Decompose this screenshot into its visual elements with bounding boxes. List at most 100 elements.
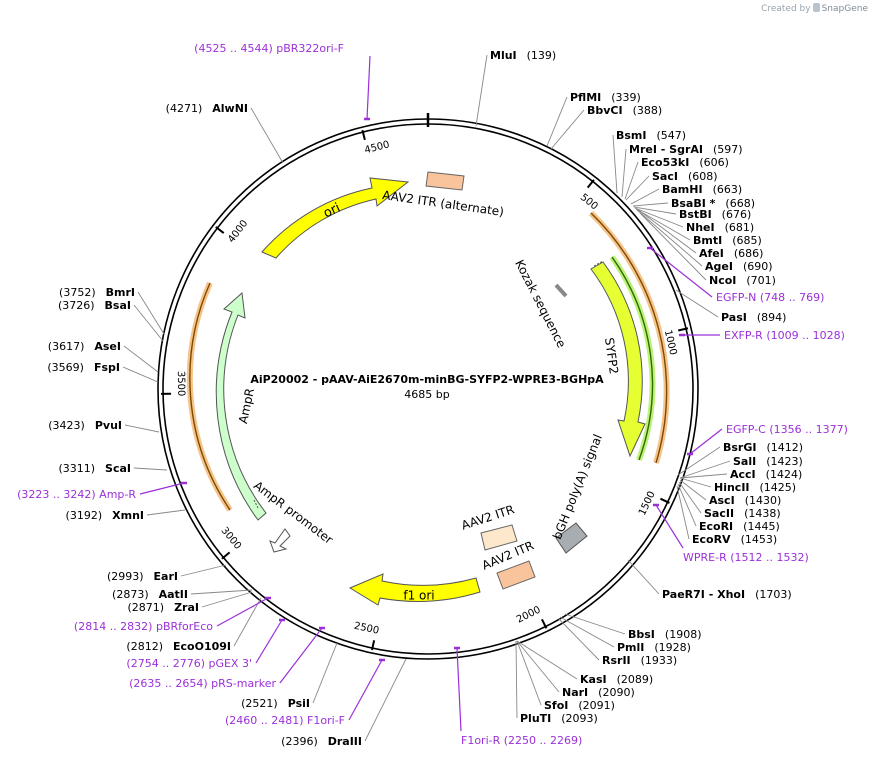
site-leader-line — [137, 291, 165, 335]
primer-label: EXFP-R (1009 .. 1028) — [724, 329, 845, 342]
site-position: (2093) — [561, 712, 598, 725]
primer-leader-line — [139, 482, 185, 495]
site-leader-line — [123, 345, 159, 373]
tick-label: 3500 — [175, 371, 186, 397]
site-position: (2871) — [128, 601, 165, 614]
primer-leader-line — [366, 55, 371, 120]
ampr-arrow — [215, 291, 267, 521]
site-position: (686) — [734, 247, 764, 260]
site-label: PaeR7I - XhoI(1703) — [662, 588, 792, 601]
site-name: EcoRV — [692, 533, 731, 546]
site-leader-line — [627, 559, 660, 595]
site-label: (4271)AlwNI — [166, 102, 248, 115]
site-position: (1445) — [743, 520, 780, 533]
site-position: (1425) — [760, 481, 797, 494]
site-leader-line — [550, 109, 585, 150]
site-leader-line — [625, 175, 650, 201]
site-position: (2089) — [617, 673, 654, 686]
bgh-polya-box — [555, 522, 588, 554]
aav2-itr-box-1 — [480, 524, 518, 551]
primer-leader-line — [689, 428, 723, 455]
ori-arrow — [261, 177, 410, 259]
site-label: Eco53kI(606) — [641, 156, 729, 169]
site-leader-line — [133, 467, 168, 471]
site-name: SacI — [652, 170, 678, 183]
site-leader-line — [516, 640, 560, 693]
site-leader-line — [558, 618, 600, 661]
site-label: (2812)EcoO109I — [126, 640, 231, 653]
site-leader-line — [679, 477, 712, 488]
site-position: (663) — [713, 183, 743, 196]
site-label: NcoI(701) — [709, 274, 776, 287]
site-leader-line — [632, 202, 669, 207]
site-name: BstBI — [679, 208, 712, 221]
site-position: (339) — [611, 91, 641, 104]
kozak-sequence-mark — [554, 283, 568, 298]
tick-mark — [659, 497, 670, 504]
site-leader-line — [475, 54, 488, 127]
site-label: PflMI(339) — [570, 91, 641, 104]
site-label: PasI(894) — [721, 311, 786, 324]
site-label: BstBI (676) — [679, 208, 751, 221]
site-label: RsrII(1933) — [602, 654, 677, 667]
site-name: NheI — [686, 221, 715, 234]
site-name: MreI - SgrAI — [629, 143, 703, 156]
site-leader-line — [677, 446, 721, 476]
site-label: HincII(1425) — [714, 481, 796, 494]
site-label: AfeI(686) — [699, 247, 763, 260]
site-label: EcoRI(1445) — [699, 520, 780, 533]
site-leader-line — [516, 640, 542, 706]
site-position: (676) — [722, 208, 752, 221]
site-name: PaeR7I - XhoI — [662, 588, 745, 601]
site-position: (2873) — [112, 588, 149, 601]
site-position: (3192) — [66, 509, 103, 522]
site-leader-line — [639, 212, 707, 281]
tick-label: 3000 — [218, 525, 243, 552]
site-name: BsaBI * — [671, 197, 716, 210]
site-leader-line — [364, 658, 407, 742]
site-position: (1430) — [745, 494, 782, 507]
site-name: BmtI — [693, 234, 722, 247]
credit-prefix: Created by — [761, 4, 811, 14]
site-position: (1438) — [744, 507, 781, 520]
site-position: (701) — [746, 274, 776, 287]
site-position: (1933) — [641, 654, 678, 667]
site-leader-line — [636, 209, 703, 267]
site-leader-line — [621, 148, 627, 198]
site-name: ScaI — [105, 462, 131, 475]
amp-region-line — [189, 282, 231, 511]
site-label: (3192)XmnI — [66, 509, 144, 522]
site-label: NarI(2090) — [562, 686, 635, 699]
site-position: (2521) — [241, 697, 278, 710]
site-name: PvuI — [95, 419, 122, 432]
site-leader-line — [201, 591, 253, 608]
site-position: (3726) — [58, 299, 95, 312]
site-position: (1423) — [766, 455, 803, 468]
site-leader-line — [636, 208, 697, 254]
primer-leader-line — [348, 659, 383, 721]
primer-leader-line — [655, 504, 684, 549]
site-name: AgeI — [705, 260, 733, 273]
primer-leader-line — [456, 647, 462, 732]
site-position: (3569) — [47, 361, 84, 374]
site-label: AscI(1430) — [709, 494, 781, 507]
site-position: (2812) — [126, 640, 163, 653]
site-label: EcoRV(1453) — [692, 533, 777, 546]
primer-label: (4525 .. 4544) pBR322ori-F — [194, 42, 344, 55]
site-position: (2090) — [598, 686, 635, 699]
ampr-promoter-arrow — [269, 528, 291, 553]
site-name: DraIII — [328, 735, 362, 748]
tick-label: 2500 — [353, 621, 380, 637]
feature-label-f1-ori: f1 ori — [403, 589, 434, 603]
feature-layer — [186, 171, 670, 606]
site-label: MluI(139) — [490, 49, 556, 62]
site-name: MluI — [490, 49, 517, 62]
site-label: SacI(608) — [652, 170, 718, 183]
site-name: PasI — [721, 311, 747, 324]
site-name: SalI — [733, 455, 756, 468]
site-leader-line — [675, 289, 719, 318]
primer-label: F1ori-R (2250 .. 2269) — [461, 734, 582, 747]
snapgene-logo-icon — [812, 3, 820, 12]
site-label: SacII(1438) — [704, 507, 781, 520]
